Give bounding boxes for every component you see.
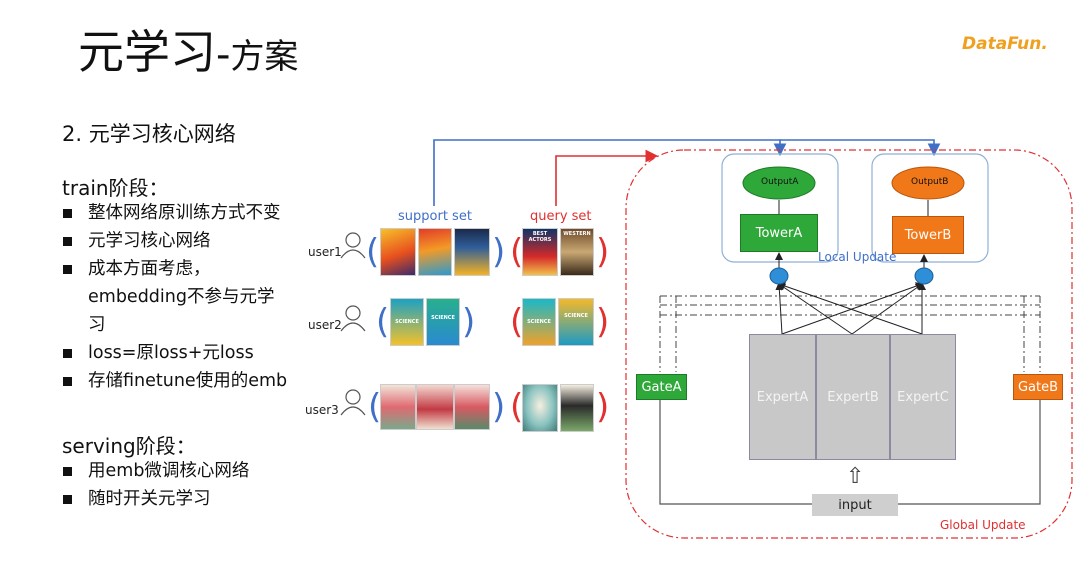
- user1-query-open-bracket: (: [510, 232, 524, 272]
- user1-icon: [340, 232, 366, 259]
- support-set-label: support set: [398, 209, 472, 224]
- train-phase-label: train阶段：: [62, 176, 169, 200]
- science-text-4: SCIENCE: [564, 313, 588, 319]
- gate-b-box: GateB: [1013, 374, 1063, 400]
- user3-query-open-bracket: (: [510, 387, 524, 427]
- user1-query-close-bracket: ): [596, 232, 610, 272]
- user1-support-open-bracket: (: [366, 232, 380, 272]
- user3-support-cover-2: [416, 384, 454, 430]
- local-update-label: Local Update: [818, 250, 897, 264]
- science-text-1: SCIENCE: [395, 319, 419, 325]
- gate-node-a: [769, 267, 789, 285]
- serving-bullet-list: 用emb微调核心网络 随时开关元学习: [60, 457, 310, 513]
- query-set-label: query set: [530, 209, 592, 224]
- expc-to-nodea: [777, 282, 923, 335]
- user3-query-cover-2: [560, 384, 594, 432]
- output-a-ellipse: [742, 166, 816, 200]
- support-to-output-arrow: [433, 139, 787, 206]
- user1-support-cover-2: [418, 228, 452, 276]
- science-text-3: SCIENCE: [527, 319, 551, 325]
- datafun-logo: DataFun.: [962, 34, 1048, 54]
- train-bullet-2: 元学习核心网络: [60, 227, 310, 255]
- title-main-text: 元学习: [78, 25, 216, 79]
- user2-query-cover-1: SCIENCE: [522, 298, 556, 346]
- user2-support-open-bracket: (: [376, 302, 390, 342]
- local-update-box-a: [721, 153, 839, 263]
- title-dash: -: [216, 32, 231, 78]
- input-to-gateb-line: [898, 400, 1041, 505]
- input-to-gatea-line: [659, 400, 812, 505]
- slide-title: 元学习-方案: [78, 16, 298, 82]
- query-to-global-arrow: [555, 149, 659, 206]
- user2-support-cover-2: SCIENCE: [426, 298, 460, 346]
- output-b-label: OutputB: [911, 177, 949, 187]
- train-bullet-3-cont2: 习: [88, 315, 106, 335]
- title-suffix: 方案: [230, 37, 299, 77]
- user1-support-cover-1: [380, 228, 416, 276]
- expa-to-nodea: [775, 282, 784, 335]
- user1-query-cover-2: WESTERN: [560, 228, 594, 276]
- user2-query-close-bracket: ): [596, 302, 610, 342]
- user3-support-cover-1: [380, 384, 416, 430]
- expb-to-nodeb: [851, 282, 924, 335]
- train-bullet-list: 整体网络原训练方式不变 元学习核心网络 成本方面考虑， embedding不参与元…: [60, 199, 310, 395]
- western-text: WESTERN: [563, 231, 591, 237]
- up-arrow-icon: ⇧: [846, 464, 865, 489]
- user1-support-cover-3: [454, 228, 490, 276]
- tower-b-box: TowerB: [892, 216, 964, 254]
- section-title: 2. 元学习核心网络: [62, 122, 236, 146]
- expb-to-nodea: [777, 282, 853, 335]
- train-bullet-4: loss=原loss+元loss: [60, 339, 310, 367]
- user2-support-cover-1: SCIENCE: [390, 298, 424, 346]
- user2-label: user2: [308, 318, 342, 332]
- expert-c-box: ExpertC: [890, 334, 956, 460]
- user2-query-cover-2: SCIENCE: [558, 298, 594, 346]
- user1-support-close-bracket: ): [492, 232, 506, 272]
- science-text-2: SCIENCE: [431, 315, 455, 321]
- user3-query-cover-1: [522, 384, 558, 432]
- serving-bullet-2: 随时开关元学习: [60, 485, 310, 513]
- gate-node-b: [914, 267, 934, 285]
- train-bullet-1: 整体网络原训练方式不变: [60, 199, 310, 227]
- user1-query-cover-1: BEST ACTORS: [522, 228, 558, 276]
- user2-icon: [340, 305, 366, 332]
- user3-support-cover-3: [454, 384, 490, 430]
- user3-support-close-bracket: ): [492, 387, 506, 427]
- train-bullet-3: 成本方面考虑， embedding不参与元学习: [60, 255, 310, 339]
- user3-query-close-bracket: ): [596, 387, 610, 427]
- user2-support-close-bracket: ): [462, 302, 476, 342]
- gate-a-box: GateA: [636, 374, 687, 400]
- best-actors-text: BEST ACTORS: [528, 231, 552, 243]
- user3-support-open-bracket: (: [368, 387, 382, 427]
- support-to-outputb-arrow: [780, 139, 941, 157]
- output-a-label: OutputA: [761, 177, 799, 187]
- output-b-ellipse: [891, 166, 965, 200]
- expert-b-box: ExpertB: [816, 334, 890, 460]
- tower-a-box: TowerA: [740, 214, 818, 252]
- train-bullet-5: 存储finetune使用的emb: [60, 367, 310, 395]
- serving-bullet-1: 用emb微调核心网络: [60, 457, 310, 485]
- local-update-box-b: [871, 153, 989, 263]
- serving-phase-label: serving阶段：: [62, 434, 196, 458]
- global-update-container: [625, 149, 1073, 539]
- user1-label: user1: [308, 245, 342, 259]
- input-box: input: [812, 494, 898, 516]
- user2-query-open-bracket: (: [510, 302, 524, 342]
- user3-icon: [340, 389, 366, 416]
- user3-label: user3: [305, 403, 339, 417]
- train-bullet-3-cont: embedding不参与元学: [88, 287, 275, 307]
- global-update-label: Global Update: [940, 518, 1026, 532]
- train-bullet-3-text: 成本方面考虑，: [88, 259, 211, 279]
- expert-a-box: ExpertA: [749, 334, 816, 460]
